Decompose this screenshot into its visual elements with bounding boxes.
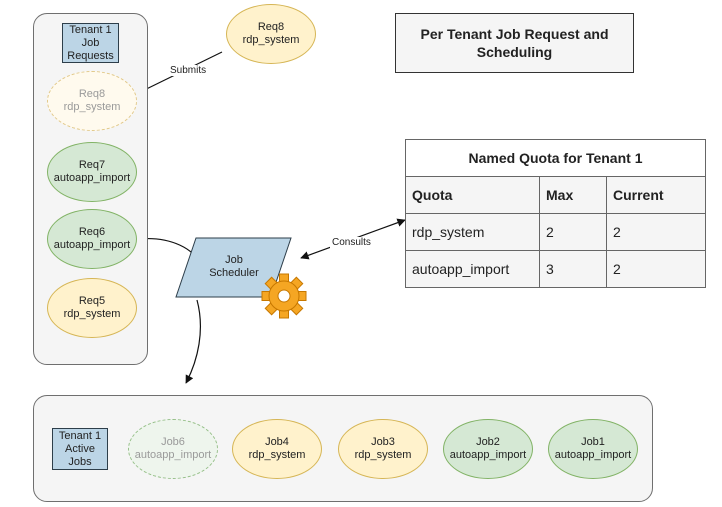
request-name: Req8 — [257, 21, 285, 33]
label-line: Active — [65, 442, 95, 455]
job-quota: autoapp_import — [134, 449, 212, 461]
cell-max: 3 — [539, 250, 607, 288]
job-name: Job3 — [371, 436, 395, 448]
label-line: Requests — [67, 49, 114, 62]
active-job-job4[interactable]: Job4 rdp_system — [232, 419, 322, 479]
label-line: Jobs — [68, 455, 92, 468]
request-req6[interactable]: Req6 autoapp_import — [47, 209, 137, 269]
incoming-request-req8[interactable]: Req8 rdp_system — [226, 4, 316, 64]
request-quota: rdp_system — [63, 308, 121, 320]
request-name: Req5 — [78, 295, 106, 307]
active-job-job1[interactable]: Job1 autoapp_import — [548, 419, 638, 479]
consults-label: Consults — [330, 237, 373, 248]
submits-label: Submits — [168, 65, 209, 76]
label-line: Job — [81, 36, 100, 49]
title-text: Per Tenant Job Request and Scheduling — [420, 26, 609, 60]
cell-current: 2 — [606, 213, 706, 251]
gear-icon — [261, 273, 307, 319]
scheduler-label-line: Scheduler — [209, 267, 259, 279]
scheduler-label-line: Job — [225, 254, 243, 266]
column-header-max: Max — [539, 176, 607, 214]
scheduler-to-active-arrow — [185, 299, 202, 384]
request-quota: autoapp_import — [53, 172, 131, 184]
diagram-title: Per Tenant Job Request and Scheduling — [395, 13, 634, 73]
active-jobs-label: Tenant 1 Active Jobs — [52, 428, 108, 470]
request-name: Req6 — [78, 226, 106, 238]
job-quota: autoapp_import — [554, 449, 632, 461]
table-row: rdp_system 2 2 — [405, 213, 706, 251]
active-job-job3[interactable]: Job3 rdp_system — [338, 419, 428, 479]
job-name: Job4 — [265, 436, 289, 448]
job-name: Job2 — [476, 436, 500, 448]
job-name: Job6 — [161, 436, 185, 448]
quota-table-caption: Named Quota for Tenant 1 — [405, 139, 706, 177]
job-name: Job1 — [581, 436, 605, 448]
cell-max: 2 — [539, 213, 607, 251]
request-quota: rdp_system — [63, 101, 121, 113]
job-requests-label: Tenant 1 Job Requests — [62, 23, 119, 63]
table-row: autoapp_import 3 2 — [405, 250, 706, 288]
cell-current: 2 — [606, 250, 706, 288]
quota-table: Named Quota for Tenant 1 Quota Max Curre… — [405, 139, 706, 288]
cell-quota: rdp_system — [405, 213, 540, 251]
label-line: Tenant 1 — [58, 429, 102, 442]
scheduler-label: Job Scheduler — [196, 254, 272, 280]
request-name: Req8 — [78, 88, 106, 100]
job-quota: autoapp_import — [449, 449, 527, 461]
request-req7[interactable]: Req7 autoapp_import — [47, 142, 137, 202]
job-quota: rdp_system — [354, 449, 412, 461]
label-line: Tenant 1 — [69, 23, 112, 36]
request-quota: rdp_system — [242, 34, 300, 46]
request-req8-pending[interactable]: Req8 rdp_system — [47, 71, 137, 131]
request-req5[interactable]: Req5 rdp_system — [47, 278, 137, 338]
active-job-job2[interactable]: Job2 autoapp_import — [443, 419, 533, 479]
column-header-quota: Quota — [405, 176, 540, 214]
active-job-job6-pending[interactable]: Job6 autoapp_import — [128, 419, 218, 479]
cell-quota: autoapp_import — [405, 250, 540, 288]
request-quota: autoapp_import — [53, 239, 131, 251]
column-header-current: Current — [606, 176, 706, 214]
request-name: Req7 — [78, 159, 106, 171]
job-quota: rdp_system — [248, 449, 306, 461]
